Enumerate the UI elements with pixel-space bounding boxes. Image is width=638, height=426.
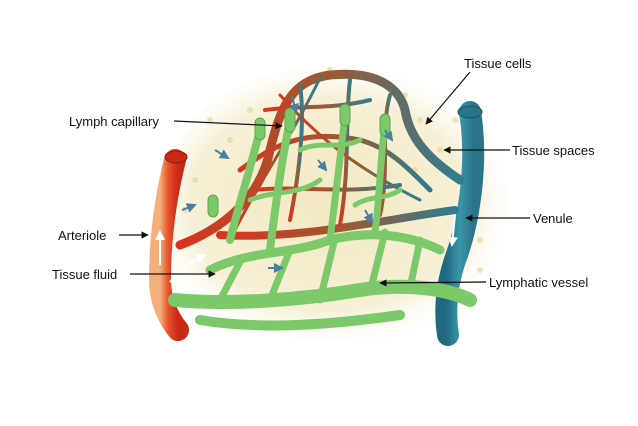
leader-lines (119, 71, 530, 287)
label-lymphatic-vessel: Lymphatic vessel (489, 275, 589, 290)
fluid-flow-arrows (181, 95, 394, 273)
label-tissue-spaces: Tissue spaces (512, 143, 595, 158)
pointer-lymphatic-vessel (379, 279, 487, 287)
tissue-background (148, 65, 509, 343)
label-lymph-capillary: Lymph capillary (69, 114, 159, 129)
label-arteriole: Arteriole (58, 228, 107, 243)
pointer-lymph-capillary (173, 120, 283, 130)
venule-vessel (435, 101, 485, 346)
arteriole-vessel (148, 149, 189, 341)
pointer-tissue-cells (425, 71, 471, 125)
label-venule: Venule (533, 211, 573, 226)
lymph-capillary-ends (207, 103, 391, 218)
label-tissue-fluid: Tissue fluid (52, 267, 118, 282)
label-tissue-cells: Tissue cells (464, 56, 532, 71)
